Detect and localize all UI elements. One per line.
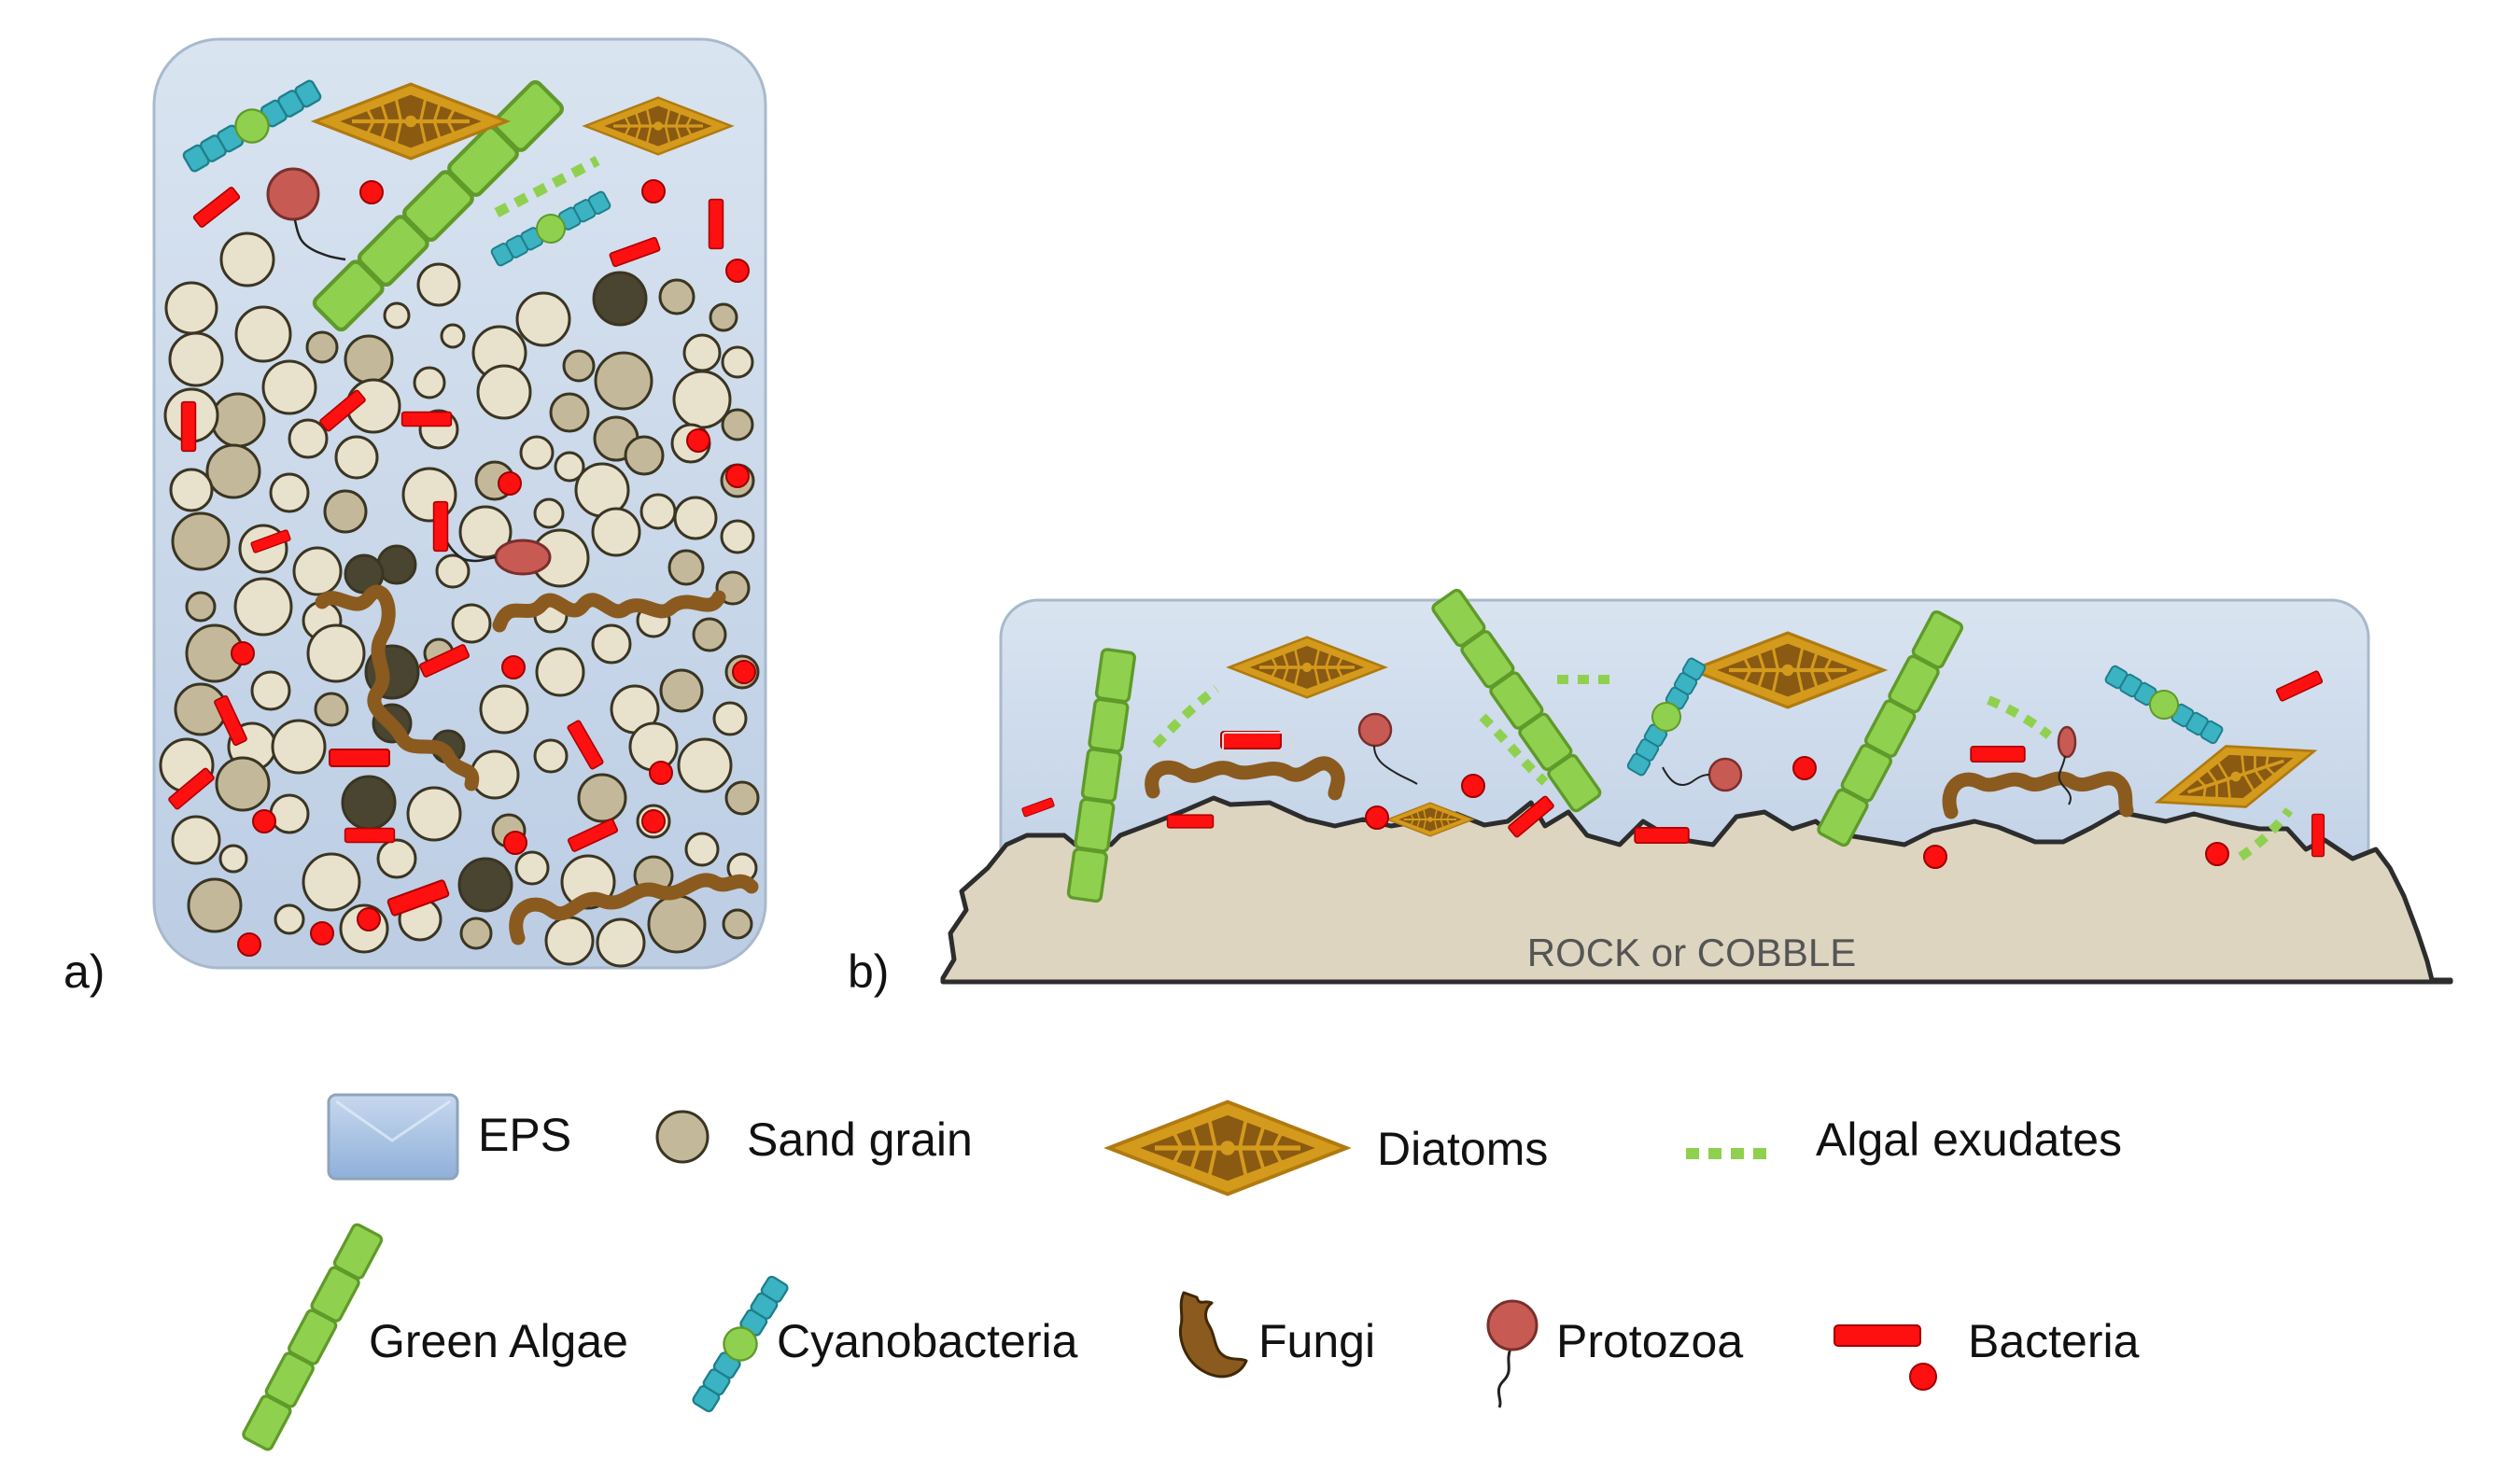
- legend-bacteria: Bacteria: [1834, 1315, 2140, 1391]
- panel-a-label: a): [63, 945, 105, 998]
- legend-cyanobacteria: Cyanobacteria: [685, 1270, 1078, 1418]
- legend: EPS Sand grain Diatoms Algal exudates Gr…: [242, 1093, 2140, 1451]
- legend-label-diatoms: Diatoms: [1377, 1123, 1548, 1175]
- legend-protozoa: Protozoa: [1486, 1299, 1743, 1408]
- protozoa-b: [1357, 712, 2077, 805]
- legend-eps: EPS: [327, 1093, 571, 1181]
- sand-grain-icon: [655, 1110, 710, 1164]
- algal-exudates-b: [1152, 675, 2294, 861]
- protozoa-icon: [1486, 1299, 1539, 1408]
- substrate-label: ROCK or COBBLE: [1527, 931, 1856, 974]
- legend-label-exudates: Algal exudates: [1816, 1113, 2122, 1166]
- rock-substrate: [940, 795, 2453, 985]
- bacteria-b: [1020, 669, 2325, 858]
- diatom-icon: [1109, 1102, 1347, 1195]
- legend-green-algae: Green Algae: [242, 1223, 628, 1450]
- legend-fungi: Fungi: [1178, 1291, 1375, 1379]
- green-algae-icon: [242, 1223, 383, 1450]
- bacteria-cocci-b: [1365, 756, 2229, 869]
- panel-b: ROCK or COBBLE b): [848, 588, 2453, 998]
- algal-exudates-a: [494, 156, 600, 217]
- bacteria-cocci-a: [231, 179, 756, 957]
- panel-a: a): [63, 37, 767, 998]
- bacteria-icon: [1834, 1324, 1937, 1391]
- eps-swatch-icon: [327, 1093, 459, 1181]
- legend-label-sand: Sand grain: [747, 1113, 973, 1166]
- fungi-a: [315, 584, 759, 945]
- fungi-b: [1145, 756, 2134, 819]
- legend-label-green-algae: Green Algae: [369, 1315, 628, 1367]
- legend-diatoms: Diatoms: [1109, 1102, 1548, 1195]
- fungi-icon: [1178, 1291, 1248, 1379]
- legend-label-eps: EPS: [478, 1109, 571, 1161]
- protozoa-a: [266, 167, 552, 576]
- panel-b-label: b): [848, 945, 889, 998]
- legend-sand: Sand grain: [655, 1110, 973, 1166]
- legend-exudates: Algal exudates: [1686, 1113, 2122, 1166]
- legend-label-cyanobacteria: Cyanobacteria: [777, 1315, 1078, 1367]
- legend-label-fungi: Fungi: [1258, 1315, 1375, 1367]
- legend-label-protozoa: Protozoa: [1556, 1315, 1743, 1367]
- legend-label-bacteria: Bacteria: [1968, 1315, 2140, 1367]
